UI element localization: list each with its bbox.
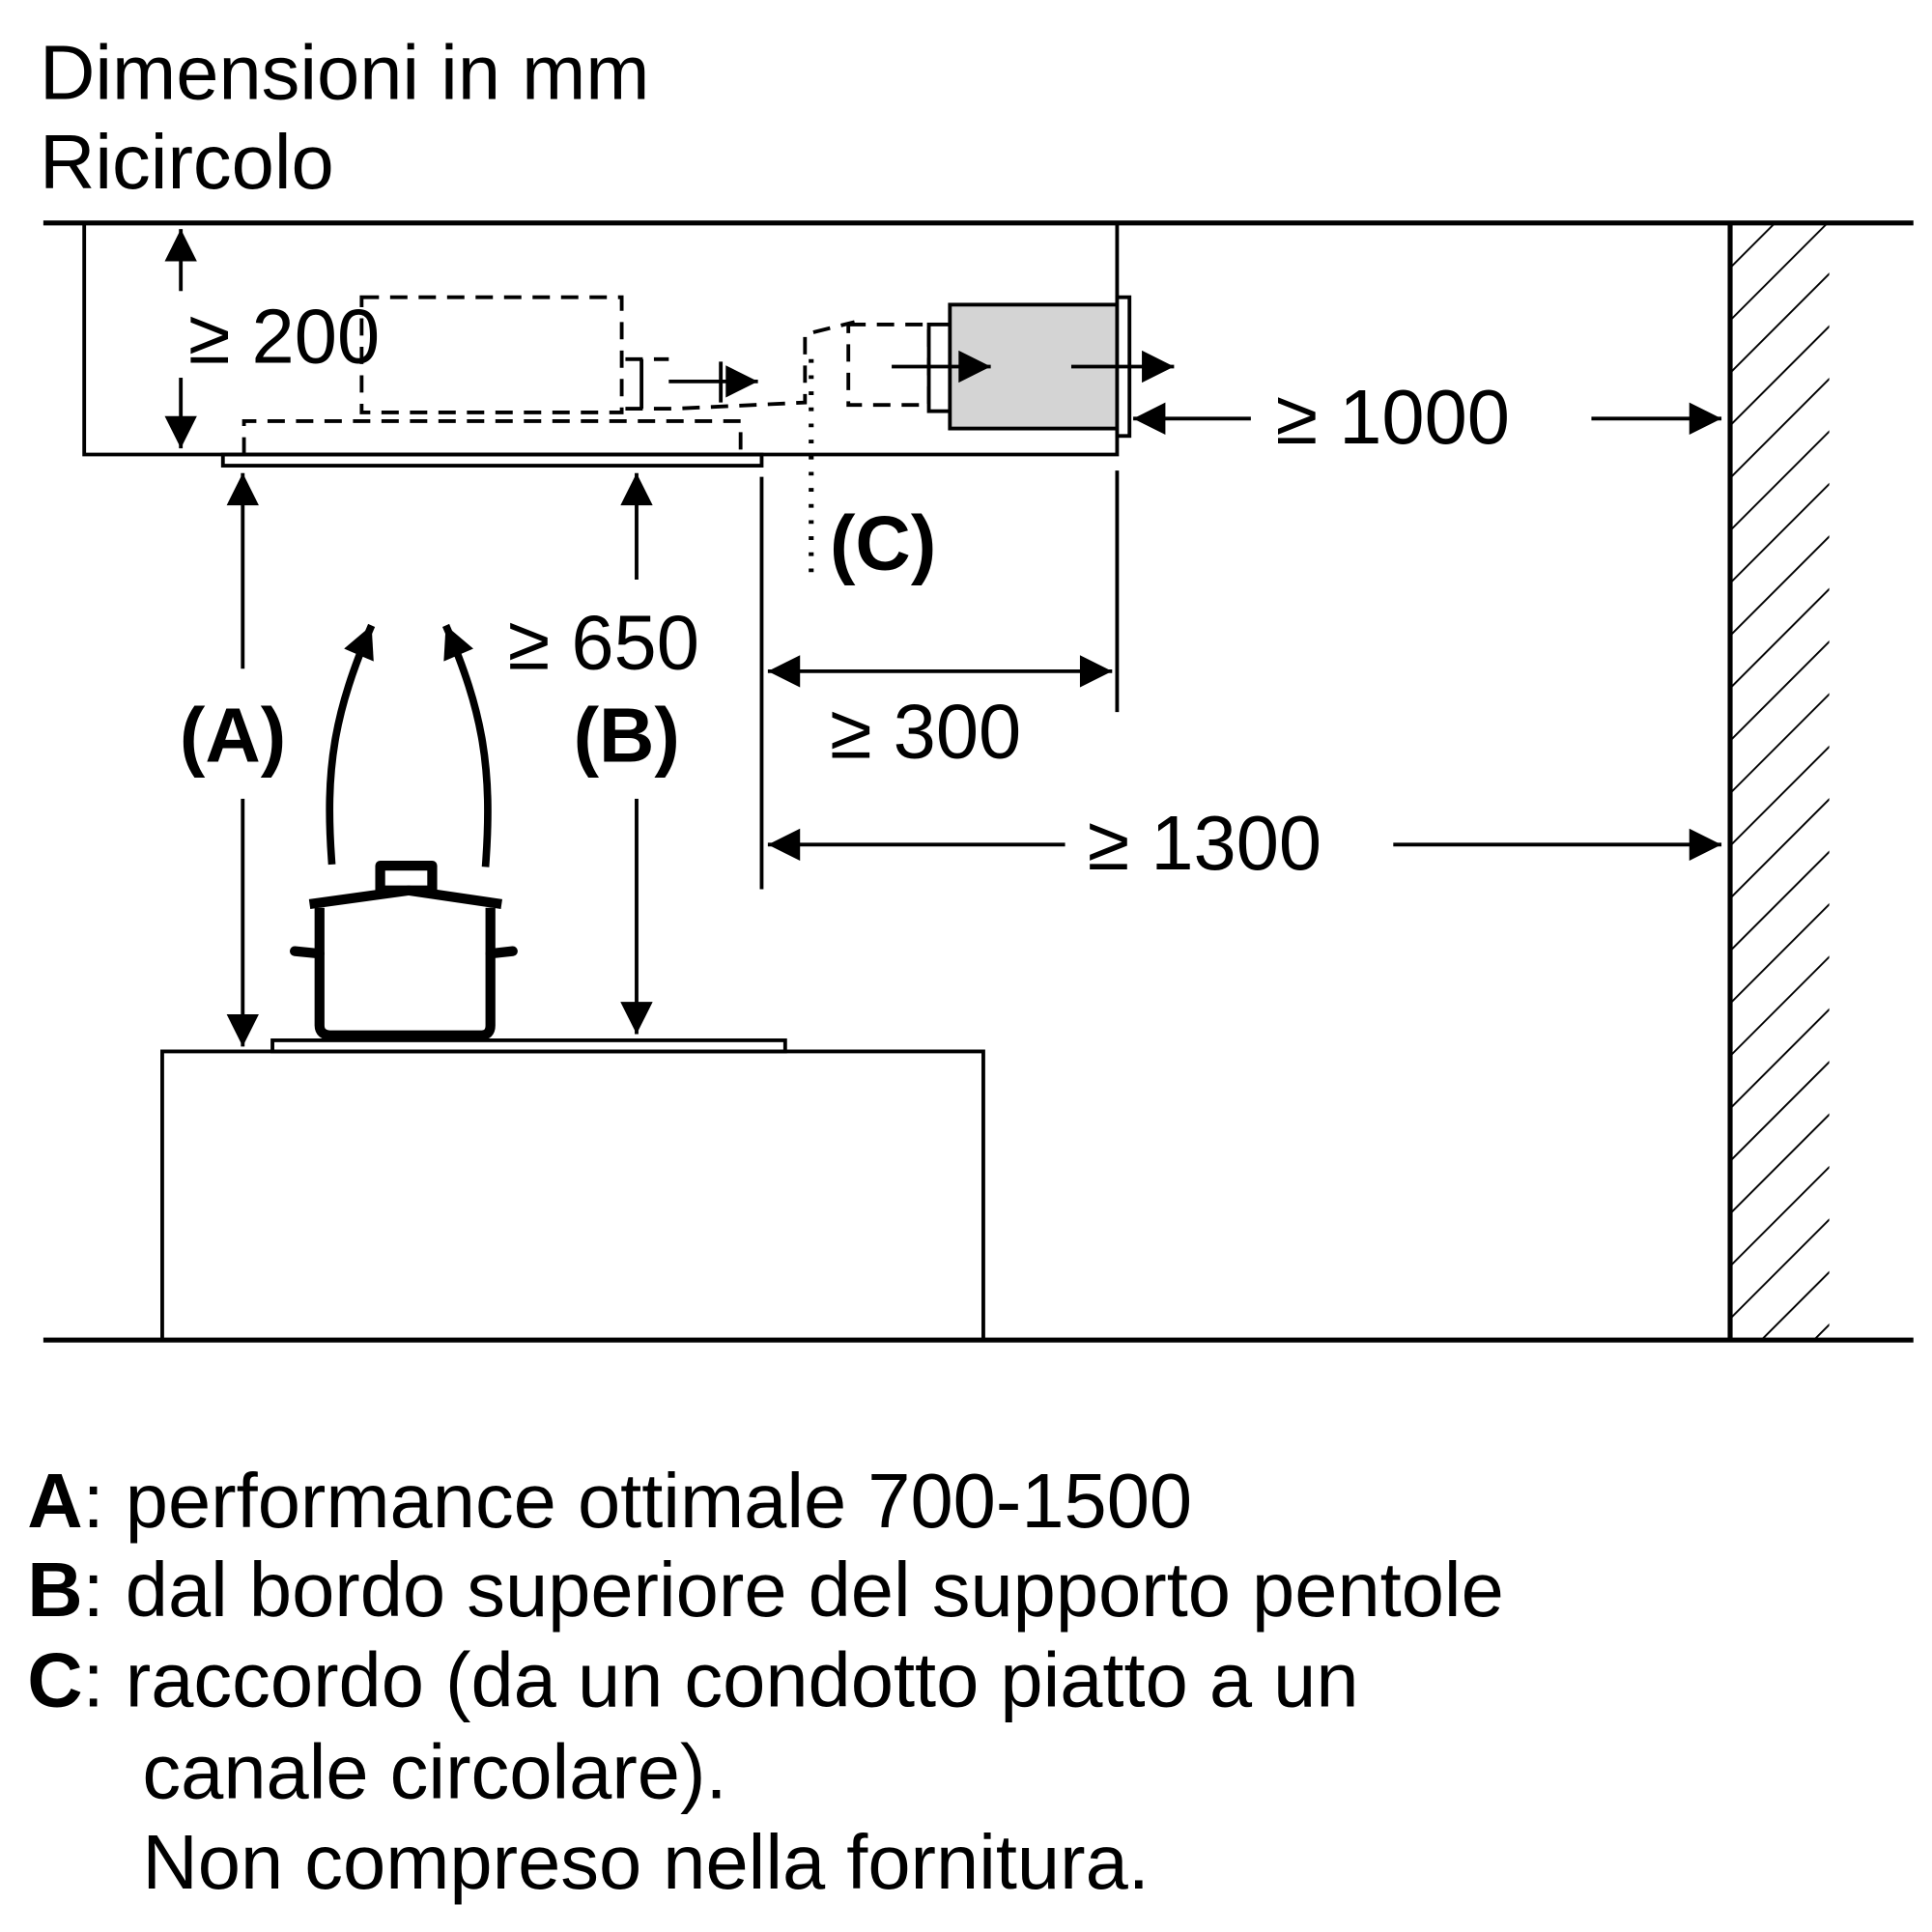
title-dimensions: Dimensioni in mm [40, 30, 649, 116]
dim-1300-label: ≥ 1300 [1088, 800, 1321, 886]
title-mode: Ricircolo [40, 119, 334, 205]
dim-300-label: ≥ 300 [830, 689, 1021, 775]
pot-icon [290, 861, 518, 1040]
dim-1000-label: ≥ 1000 [1276, 374, 1510, 460]
legend-b: B: dal bordo superiore del supporto pent… [27, 1547, 1504, 1633]
duct-dashed [625, 320, 856, 412]
legend-c-cont1: canale circolare). [142, 1729, 726, 1815]
legend-a: A: performance ottimale 700-1500 [27, 1458, 1192, 1544]
motor-dashed [359, 295, 624, 414]
wall-hatch [1730, 222, 1830, 1341]
hood-panel [220, 452, 764, 468]
counter [160, 1049, 985, 1341]
legend-c: C: raccordo (da un condotto piatto a un [27, 1637, 1358, 1723]
legend-c-cont2: Non compreso nella fornitura. [142, 1819, 1149, 1905]
label-a: (A) [180, 692, 286, 778]
label-b: (B) [574, 692, 680, 778]
steam-arrow [326, 623, 376, 866]
dim-650-label: ≥ 650 [508, 599, 699, 685]
hood-dashed [242, 418, 743, 455]
label-c: (C) [830, 500, 936, 586]
legend: A: performance ottimale 700-1500 B: dal … [27, 1458, 1504, 1905]
dim-200-label: ≥ 200 [188, 294, 380, 380]
steam-arrow [442, 623, 492, 867]
